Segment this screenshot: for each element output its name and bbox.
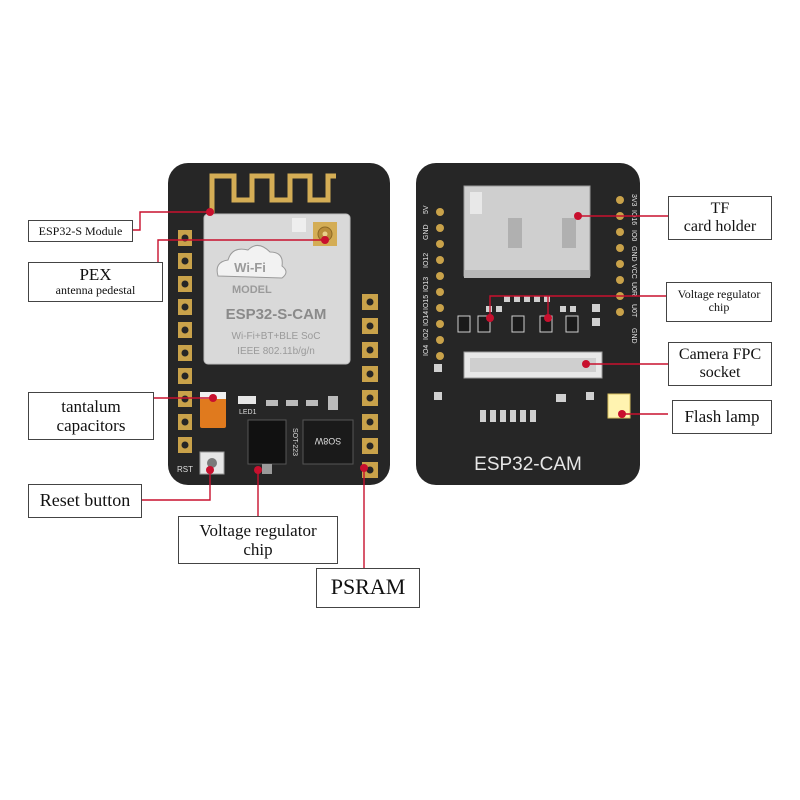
back-board: 5V GND IO12 IO13 IO15 IO14 IO2 IO4 3V3 I… bbox=[416, 163, 640, 485]
label-vreg-back-line1: Voltage regulator bbox=[677, 287, 761, 301]
back-right-pins bbox=[616, 196, 624, 316]
label-reset-button-text: Reset button bbox=[39, 490, 131, 510]
pin-label: GND bbox=[630, 246, 637, 262]
camera-fpc-socket-part bbox=[463, 351, 603, 379]
wifi-cloud-icon bbox=[216, 245, 287, 279]
pin-label: U0R bbox=[630, 282, 637, 296]
leader-esp32s-module bbox=[132, 211, 210, 231]
label-flash-lamp-text: Flash lamp bbox=[684, 407, 760, 426]
pin-label: 3V3 bbox=[630, 194, 637, 207]
pcb-antenna-trace bbox=[209, 173, 336, 213]
label-esp32s-module-text: ESP32-S Module bbox=[38, 224, 123, 238]
back-lower-pads bbox=[434, 364, 594, 422]
pin-label: IO15 bbox=[423, 295, 430, 310]
pin-label: 5V bbox=[423, 205, 430, 214]
label-pex: PEX antenna pedestal bbox=[28, 262, 163, 302]
front-left-pin-header bbox=[178, 230, 192, 453]
back-board-title: ESP32-CAM bbox=[474, 454, 582, 475]
label-tantalum-line1: tantalum bbox=[61, 397, 121, 416]
label-vreg-front: Voltage regulator chip bbox=[178, 516, 338, 564]
voltage-regulator-front bbox=[247, 419, 287, 465]
pin-label: IO12 bbox=[423, 253, 430, 268]
leader-vreg-back bbox=[489, 295, 666, 318]
smd-capacitor bbox=[328, 396, 338, 410]
tantalum-capacitor bbox=[200, 392, 226, 428]
label-pex-line1: PEX bbox=[79, 265, 112, 284]
label-vreg-front-line2: chip bbox=[243, 540, 273, 560]
rst-label: RST bbox=[177, 465, 193, 474]
pin-label: VCC bbox=[630, 264, 637, 279]
pex-antenna-connector bbox=[313, 222, 337, 246]
leader-reset bbox=[140, 470, 211, 501]
label-camera-fpc: Camera FPC socket bbox=[668, 342, 772, 386]
label-vreg-front-line1: Voltage regulator bbox=[199, 521, 317, 540]
tf-card-holder-part bbox=[463, 185, 591, 278]
psram-chip bbox=[302, 419, 354, 465]
smd-resistor bbox=[306, 400, 318, 406]
led1-label: LED1 bbox=[239, 409, 257, 416]
pin-label: IO16 bbox=[630, 210, 637, 225]
back-left-pins bbox=[436, 208, 444, 360]
reset-button-plunger bbox=[207, 458, 217, 468]
label-psram-text: PSRAM bbox=[330, 574, 406, 599]
front-right-pin-header bbox=[362, 294, 378, 478]
label-vreg-back: Voltage regulator chip bbox=[666, 282, 772, 322]
voltage-regulator-back-c bbox=[511, 315, 525, 333]
label-psram: PSRAM bbox=[316, 568, 420, 608]
back-right-pin-labels: 3V3 IO16 IO0 GND VCC U0R U0T GND bbox=[630, 194, 637, 344]
module-name-text: ESP32-S-CAM bbox=[226, 306, 327, 323]
smd-resistor bbox=[286, 400, 298, 406]
smd-resistor bbox=[266, 400, 278, 406]
pin-label: IO14 bbox=[423, 311, 430, 326]
module-spec-line1: Wi-Fi+BT+BLE SoC bbox=[232, 331, 321, 342]
pin-label: GND bbox=[423, 224, 430, 240]
voltage-regulator-back-a bbox=[457, 315, 471, 333]
module-spec-line2: IEEE 802.11b/g/n bbox=[237, 346, 315, 357]
pin-label: GND bbox=[630, 328, 637, 344]
wifi-badge-text: Wi-Fi bbox=[234, 260, 266, 275]
antenna-selector-pad bbox=[292, 218, 306, 232]
label-tantalum-line2: capacitors bbox=[56, 416, 126, 436]
label-reset-button: Reset button bbox=[28, 484, 142, 518]
label-flash-lamp: Flash lamp bbox=[672, 400, 772, 434]
back-smd-pads bbox=[486, 296, 600, 326]
front-board: Wi-Fi MODEL ESP32-S-CAM Wi-Fi+BT+BLE SoC… bbox=[168, 163, 390, 485]
voltage-regulator-back-e bbox=[565, 315, 579, 333]
label-pex-line2: antenna pedestal bbox=[55, 283, 136, 298]
regulator-marking: SOT-223 bbox=[291, 428, 298, 456]
leader-dots bbox=[206, 208, 626, 474]
label-esp32s-module: ESP32-S Module bbox=[28, 220, 133, 242]
led1 bbox=[238, 396, 256, 404]
pin-label: U0T bbox=[630, 304, 637, 318]
label-tantalum: tantalum capacitors bbox=[28, 392, 154, 440]
label-tf-card-holder: TF card holder bbox=[668, 196, 772, 240]
pin-label: IO0 bbox=[630, 230, 637, 241]
module-model-text: MODEL bbox=[232, 284, 272, 296]
label-vreg-back-line2: chip bbox=[708, 300, 730, 315]
pin-label: IO2 bbox=[423, 329, 430, 340]
back-left-pin-labels: 5V GND IO12 IO13 IO15 IO14 IO2 IO4 bbox=[423, 205, 430, 356]
leader-lines bbox=[132, 211, 668, 570]
regulator-tab bbox=[262, 464, 272, 474]
pin-label: IO4 bbox=[423, 345, 430, 356]
label-camera-fpc-line1: Camera FPC bbox=[678, 346, 762, 363]
pin-label: IO13 bbox=[423, 277, 430, 292]
label-tf-line2: card holder bbox=[683, 217, 757, 235]
label-camera-fpc-line2: socket bbox=[699, 363, 741, 381]
psram-marking: SO8W bbox=[314, 436, 341, 446]
label-tf-line1: TF bbox=[710, 200, 730, 217]
